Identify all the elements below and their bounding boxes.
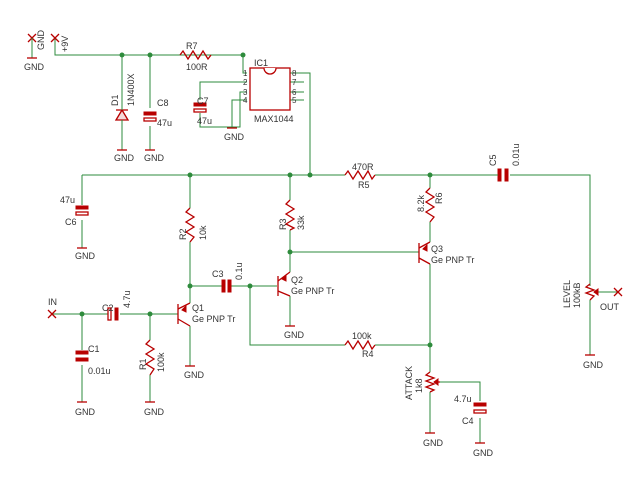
d1-value: 1N400X (126, 73, 136, 106)
capacitor-c8: C8 47u (143, 98, 172, 128)
gnd-label: GND (144, 153, 165, 163)
ic1-label: IC1 (254, 58, 268, 68)
power-connector: GND +9V (27, 30, 70, 58)
gnd-label: GND (75, 407, 96, 417)
resistor-r6: 8.2k R6 (416, 187, 444, 223)
ic1-value: MAX1044 (254, 114, 294, 124)
transistor-q1: Q1 Ge PNP Tr (177, 302, 235, 327)
potentiometer-attack: ATTACK 1k8 (404, 366, 440, 400)
c6-value: 47u (60, 195, 75, 205)
ic-max1044: IC1 MAX1044 1 2 3 4 5 6 7 8 (243, 58, 297, 124)
c1-value: 0.01u (88, 366, 111, 376)
resistor-r1: R1 100k (138, 339, 166, 376)
c4-value: 4.7u (454, 394, 472, 404)
r6-value: 8.2k (416, 194, 426, 212)
c4-label: C4 (462, 416, 474, 426)
r7-label: R7 (186, 41, 198, 51)
gnd-label: GND (224, 132, 245, 142)
level-label: LEVEL (562, 280, 572, 308)
gnd-label: GND (75, 251, 96, 261)
q2-value: Ge PNP Tr (291, 286, 334, 296)
q1-value: Ge PNP Tr (192, 314, 235, 324)
d1-label: D1 (110, 94, 120, 106)
resistor-r3: R3 33k (278, 199, 306, 231)
resistor-r5: 470R R5 (344, 162, 376, 190)
q1-label: Q1 (192, 303, 204, 313)
gnd-label: GND (184, 370, 205, 380)
c5-value: 0.01u (511, 143, 521, 166)
q3-label: Q3 (431, 244, 443, 254)
pin-label: 6 (292, 88, 297, 97)
r3-value: 33k (296, 215, 306, 230)
gnd-pin-label: GND (36, 30, 46, 51)
gnd-label: GND (423, 438, 444, 448)
diode-d1: D1 1N400X (110, 73, 136, 130)
r2-label: R2 (178, 228, 188, 240)
capacitor-c7: C7 47u (193, 96, 212, 126)
q2-label: Q2 (291, 275, 303, 285)
r5-value: 470R (352, 162, 374, 172)
q3-value: Ge PNP Tr (431, 255, 474, 265)
attack-label: ATTACK (404, 366, 414, 400)
c2-value: 4.7u (122, 290, 132, 308)
c2-label: C2 (102, 303, 114, 313)
r7-value: 100R (186, 62, 208, 72)
pin-label: 5 (292, 96, 297, 105)
pin-label: 7 (292, 78, 297, 87)
gnd-label: GND (114, 153, 135, 163)
gnd-label: GND (144, 407, 165, 417)
r2-value: 10k (198, 225, 208, 240)
c8-label: C8 (157, 98, 169, 108)
capacitor-c5: C5 0.01u (488, 143, 521, 182)
resistor-r4: 100k R4 (344, 331, 376, 359)
r3-label: R3 (278, 218, 288, 230)
gnd-label: GND (583, 360, 604, 370)
r4-label: R4 (362, 349, 374, 359)
level-value: 100kB (572, 282, 582, 308)
c3-label: C3 (212, 269, 224, 279)
c7-label: C7 (197, 96, 209, 106)
r1-label: R1 (138, 358, 148, 370)
resistor-r7: R7 100R (175, 41, 212, 72)
junctions (79, 52, 433, 348)
v9-pin-label: +9V (60, 36, 70, 52)
wires (52, 38, 618, 443)
r1-value: 100k (156, 352, 166, 372)
transistor-q2: Q2 Ge PNP Tr (277, 271, 334, 297)
r6-label: R6 (434, 192, 444, 204)
potentiometer-level: LEVEL 100kB (562, 280, 599, 308)
capacitor-c2: C2 4.7u (102, 290, 132, 321)
resistor-r2: R2 10k (178, 207, 208, 243)
capacitor-c1: C1 0.01u (75, 344, 111, 376)
pin-label: 2 (243, 78, 248, 87)
r4-value: 100k (352, 331, 372, 341)
c7-value: 47u (197, 116, 212, 126)
transistor-q3: Q3 Ge PNP Tr (418, 241, 474, 265)
gnd-label: GND (473, 448, 494, 458)
c8-value: 47u (157, 118, 172, 128)
gnd-label: GND (284, 330, 305, 340)
c3-value: 0.1u (234, 262, 244, 280)
output-terminal: OUT (600, 287, 623, 312)
in-label: IN (48, 297, 57, 307)
input-terminal: IN (47, 297, 57, 319)
capacitor-c3: C3 0.1u (212, 262, 244, 293)
pin-label: 3 (243, 88, 248, 97)
pin-label: 1 (243, 69, 248, 78)
gnd-label: GND (24, 62, 45, 72)
c6-label: C6 (65, 217, 77, 227)
pin-label: 4 (243, 96, 248, 105)
attack-value: 1k8 (414, 378, 424, 393)
capacitor-c6: 47u C6 (60, 195, 89, 227)
ground-symbols: GND GND GND GND GND GND GND GND GND GND … (24, 57, 604, 458)
out-label: OUT (600, 302, 620, 312)
pin-label: 8 (292, 69, 297, 78)
capacitor-c4: 4.7u C4 (454, 394, 487, 426)
c1-label: C1 (88, 344, 100, 354)
c5-label: C5 (488, 154, 498, 166)
r5-label: R5 (358, 180, 370, 190)
